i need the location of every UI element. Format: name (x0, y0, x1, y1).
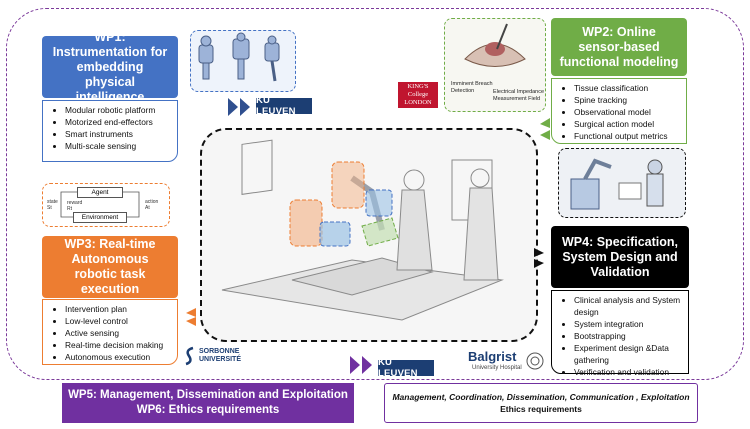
balgrist-logo: Balgrist University Hospital (468, 350, 546, 376)
wp2-list: Tissue classification Spine tracking Obs… (551, 78, 687, 144)
wp4-item: Clinical analysis and System design (574, 294, 688, 318)
sorbonne-line2: UNIVERSITÉ (199, 356, 242, 363)
wp2-item: Spine tracking (574, 94, 686, 106)
outer-frame (6, 8, 744, 380)
wp3-list: Intervention plan Low-level control Acti… (42, 299, 178, 365)
wp2-item: Tissue classification (574, 82, 686, 94)
wp4-list: Clinical analysis and System design Syst… (551, 290, 689, 377)
wp2-header: WP2: Online sensor-based functional mode… (551, 18, 687, 76)
wp3-item: Active sensing (65, 327, 177, 339)
wp2-item: Surgical action model (574, 118, 686, 130)
agent-box: Agent (77, 187, 123, 198)
wp4-item: Bootstrapping (574, 330, 688, 342)
wp4-header: WP4: Specification, System Design and Va… (551, 226, 689, 288)
wp4-item: System integration (574, 318, 688, 330)
management-text: Management, Coordination, Dissemination,… (392, 392, 690, 402)
wp1-list: Modular robotic platform Motorized end-e… (42, 100, 178, 162)
wp4-item: Experiment design &Data gathering (574, 342, 688, 366)
sorbonne-line1: SORBONNE (199, 348, 240, 355)
wp3-item: Autonomous execution (65, 351, 177, 363)
kings-college-london-logo: KING'S College LONDON (398, 82, 438, 108)
wp2-item: Functional output metrics (574, 130, 686, 142)
action-label: action (145, 199, 159, 205)
ku-leuven-mark-icon (228, 98, 252, 121)
sorbonne-logo: SORBONNE UNIVERSITÉ (183, 346, 255, 368)
wp1-item: Multi-scale sensing (65, 140, 177, 152)
operating-room-illustration (200, 128, 538, 342)
wp4-arrow-icon (534, 248, 550, 273)
breach-detection-label: Imminent Breach Detection (451, 81, 493, 94)
balgrist-name: Balgrist (468, 349, 517, 364)
spine-sensing-image: Imminent Breach Detection Electrical Imp… (444, 18, 546, 112)
wp4-title: WP4: Specification, System Design and Va… (562, 234, 678, 279)
wp3-header: WP3: Real-time Autonomous robotic task e… (42, 236, 178, 298)
robot-system-image (558, 148, 686, 218)
action-var: At (145, 205, 150, 211)
wp1-item: Smart instruments (65, 128, 177, 140)
wp3-arrow-icon (180, 308, 196, 331)
rl-loop-diagram: Agent Environment state St reward Rt act… (42, 183, 170, 227)
wp1-item: Modular robotic platform (65, 104, 177, 116)
wp4-item: Verification and validation (574, 366, 688, 378)
environment-box: Environment (73, 212, 127, 223)
ku-leuven-logo-bottom: KU LEUVEN (378, 357, 434, 379)
wp2-title: WP2: Online sensor-based functional mode… (559, 24, 679, 69)
wp6-title: WP6: Ethics requirements (136, 404, 280, 416)
wp5-title: WP5: Management, Dissemination and Explo… (68, 389, 348, 401)
ku-leuven-logo: KU LEUVEN (256, 95, 312, 117)
wp3-item: Intervention plan (65, 303, 177, 315)
wp2-arrow-icon (536, 118, 550, 145)
reward-label: reward (67, 200, 83, 206)
management-box: Management, Coordination, Dissemination,… (384, 383, 698, 423)
balgrist-subtitle: University Hospital (472, 365, 522, 371)
wp1-title: WP1: Instrumentation for embedding physi… (52, 29, 168, 104)
wp3-item: Low-level control (65, 315, 177, 327)
ethics-text: Ethics requirements (500, 404, 582, 414)
wp1-header: WP1: Instrumentation for embedding physi… (42, 30, 178, 104)
reward-var: Rt (67, 206, 72, 212)
end-effectors-image (190, 30, 296, 92)
state-var: St (47, 205, 52, 211)
wp1-item: Motorized end-effectors (65, 116, 177, 128)
wp2-item: Observational model (574, 106, 686, 118)
state-label: state (47, 199, 58, 205)
impedance-field-label: Electrical Impedance Measurement Field (493, 89, 545, 102)
wp3-item: Real-time decision making (65, 339, 177, 351)
wp3-title: WP3: Real-time Autonomous robotic task e… (64, 237, 156, 296)
ku-leuven-mark-bottom-icon (350, 356, 374, 379)
wp5-wp6-banner: WP5: Management, Dissemination and Explo… (62, 383, 354, 423)
